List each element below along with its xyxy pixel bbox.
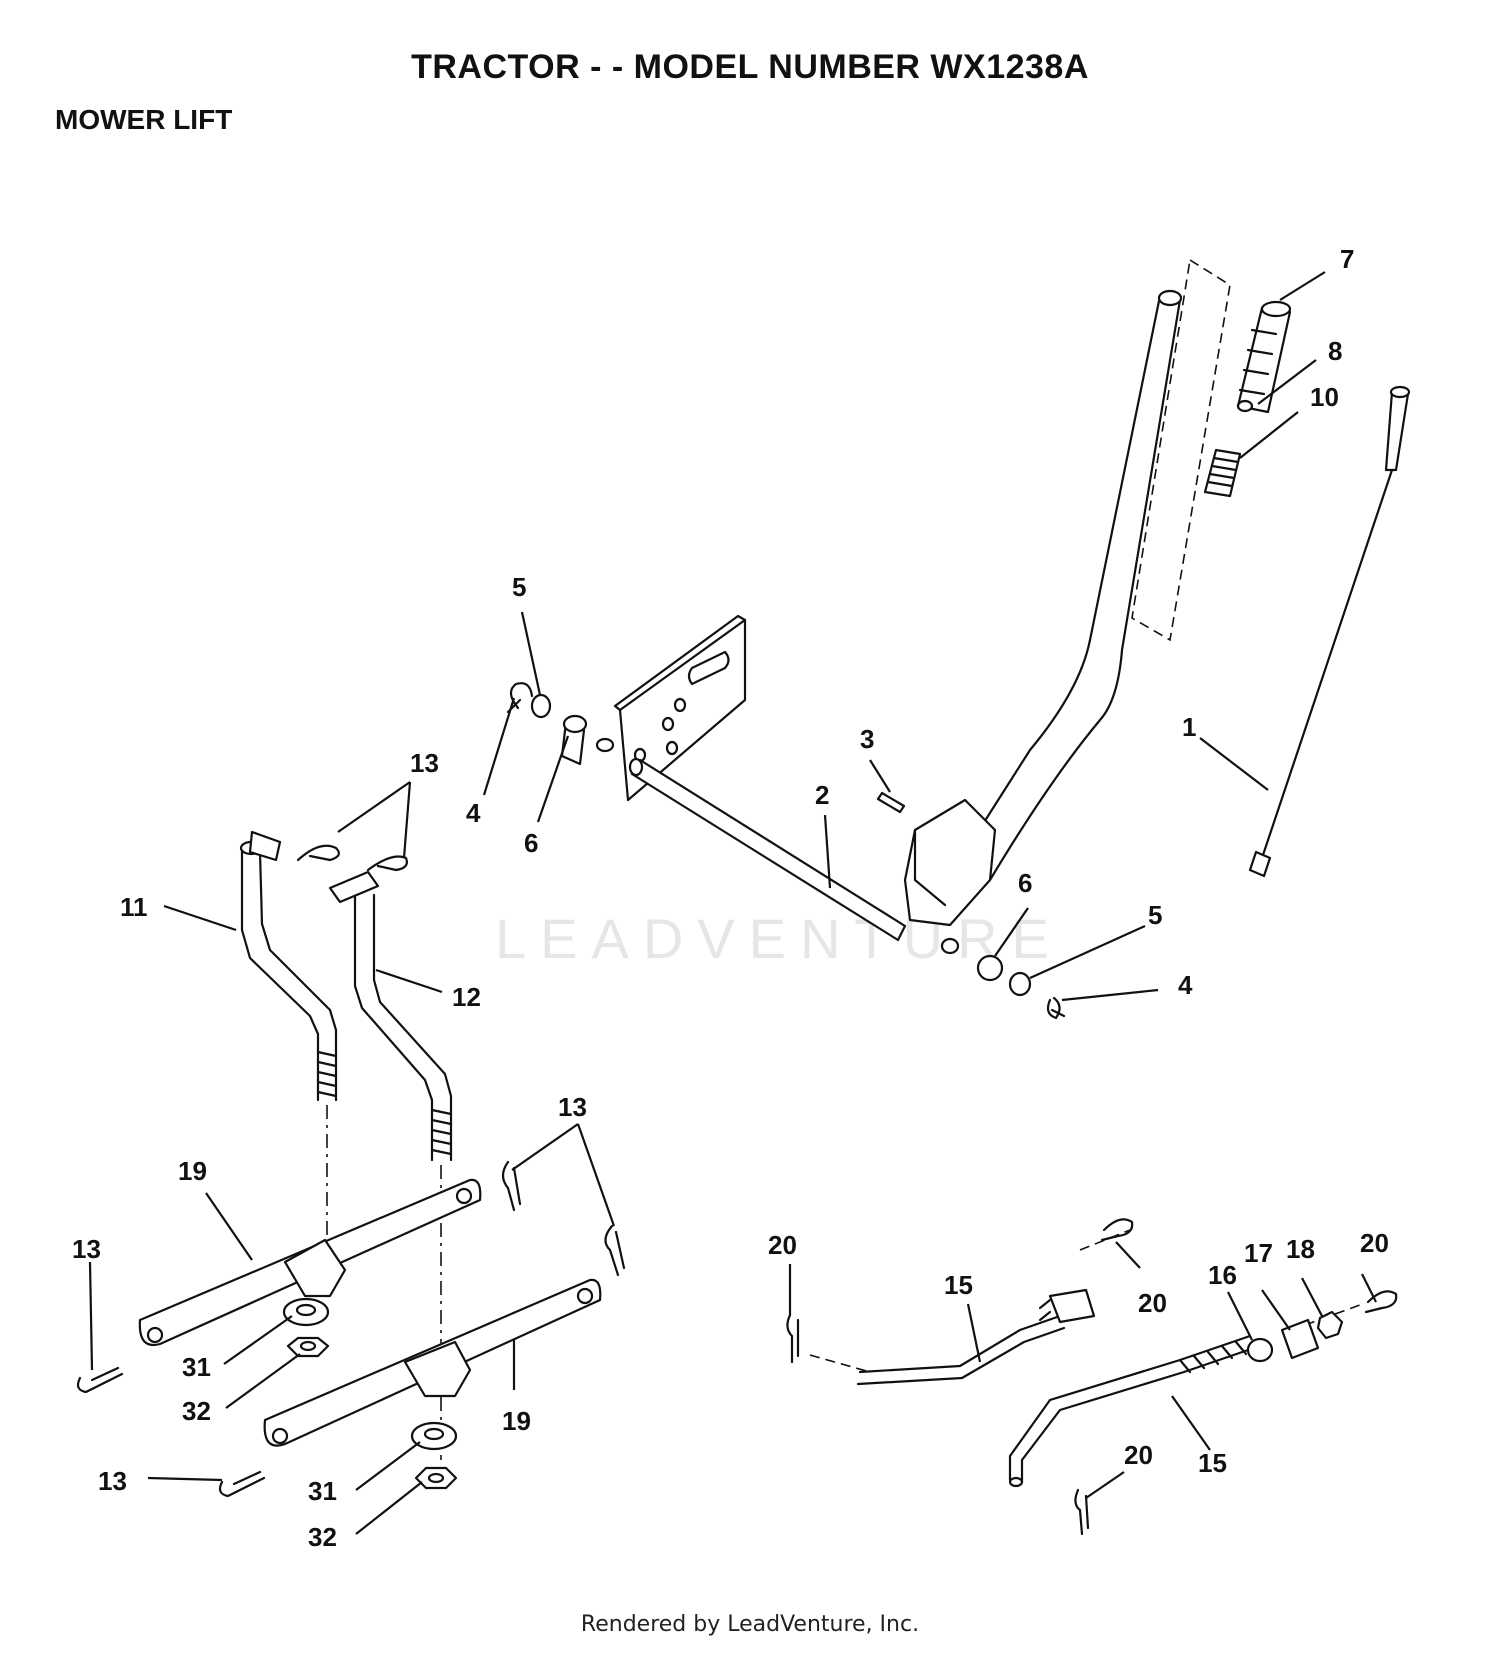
handle-grip <box>1236 300 1292 414</box>
centerline-rod-a <box>809 1354 871 1373</box>
lift-rod-lower <box>1008 1334 1256 1488</box>
handle-button <box>1236 399 1254 413</box>
callout-15a: 15 <box>944 1270 973 1300</box>
callout-31b: 31 <box>308 1476 337 1506</box>
callout-31a: 31 <box>182 1352 211 1382</box>
callout-2: 2 <box>815 780 829 810</box>
callout-numbers: 7 8 10 1 5 4 6 3 2 6 5 4 13 11 12 13 19 … <box>72 244 1389 1552</box>
lift-handle <box>903 289 1183 927</box>
bushing-nut-right <box>410 1421 458 1490</box>
rod-adjust-hardware <box>1246 1310 1344 1363</box>
lift-arm-lower <box>263 1278 602 1447</box>
callout-20b: 20 <box>1138 1288 1167 1318</box>
callout-4: 4 <box>466 798 481 828</box>
callout-5: 5 <box>512 572 526 602</box>
section-title: MOWER LIFT <box>55 104 233 135</box>
callout-20a: 20 <box>768 1230 797 1260</box>
lift-link-11 <box>239 830 338 1102</box>
callout-5b: 5 <box>1148 900 1162 930</box>
left-hardware <box>506 682 615 766</box>
callout-13a: 13 <box>410 748 439 778</box>
hairpin-clips-upper <box>296 844 408 872</box>
grip-assembly-outline <box>1131 258 1231 642</box>
callout-13c: 13 <box>72 1234 101 1264</box>
callout-11: 11 <box>120 892 148 922</box>
callout-17: 17 <box>1244 1238 1273 1268</box>
callout-13d: 13 <box>98 1466 127 1496</box>
callout-19a: 19 <box>178 1156 207 1186</box>
callout-16: 16 <box>1208 1260 1237 1290</box>
watermark-text: LEADVENTURE <box>495 907 1063 970</box>
mounting-plate <box>613 614 747 802</box>
callout-20d: 20 <box>1124 1440 1153 1470</box>
callout-20c: 20 <box>1360 1228 1389 1258</box>
centerline-rod-b <box>1079 1229 1131 1251</box>
callout-6b: 6 <box>1018 868 1032 898</box>
callout-13b: 13 <box>558 1092 587 1122</box>
handle-spring <box>1203 448 1242 498</box>
lift-link-12 <box>328 870 453 1162</box>
callout-32b: 32 <box>308 1522 337 1552</box>
hairpin-clips-20 <box>786 1218 1398 1536</box>
right-hardware <box>940 937 1066 1020</box>
callout-4b: 4 <box>1178 970 1193 1000</box>
callout-18: 18 <box>1286 1234 1315 1264</box>
leader-lines <box>88 271 1377 1535</box>
centerline-rod-c <box>1304 1304 1361 1326</box>
callout-19b: 19 <box>502 1406 531 1436</box>
callout-7: 7 <box>1340 244 1354 274</box>
hairpin-clips-lower <box>76 1160 626 1498</box>
page-title: TRACTOR - - MODEL NUMBER WX1238A <box>411 48 1089 86</box>
callout-6: 6 <box>524 828 538 858</box>
lift-arm-upper <box>138 1178 482 1347</box>
callout-8: 8 <box>1328 336 1342 366</box>
callout-12: 12 <box>452 982 481 1012</box>
cross-shaft <box>628 757 907 942</box>
release-rod <box>1248 385 1411 878</box>
callout-1: 1 <box>1182 712 1196 742</box>
callout-3: 3 <box>860 724 874 754</box>
callout-10: 10 <box>1310 382 1339 412</box>
footer-credit: Rendered by LeadVenture, Inc. <box>580 1612 920 1637</box>
bushing-nut-left <box>282 1297 330 1358</box>
callout-32a: 32 <box>182 1396 211 1426</box>
roll-pin <box>876 791 906 814</box>
lift-rod-upper <box>856 1288 1096 1386</box>
callout-15b: 15 <box>1198 1448 1227 1478</box>
